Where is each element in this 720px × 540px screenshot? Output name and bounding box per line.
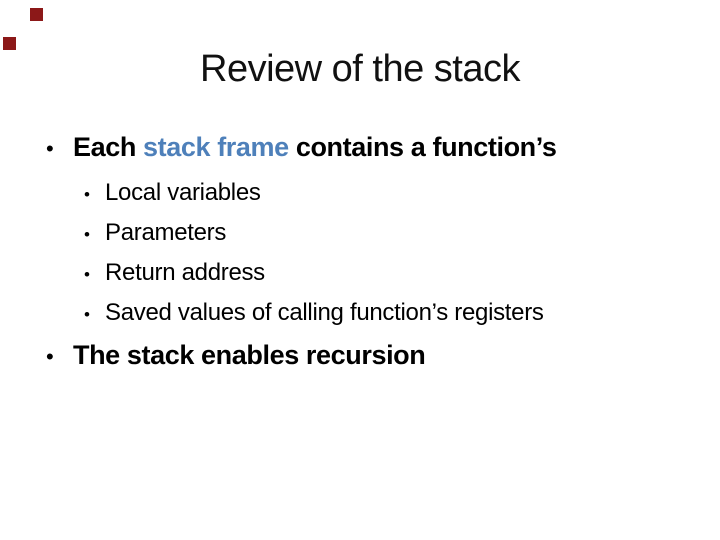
bullet-icon: • [84,265,90,284]
bullet-icon: • [84,305,90,324]
main-bullet-2-text: The stack enables recursion [73,340,426,370]
bullet-icon: • [84,225,90,244]
sub-bullet-item: • Parameters [84,219,544,259]
main-bullet-1: • Each stack frame contains a function’s [46,132,557,163]
sub-bullet-text: Return address [105,259,265,286]
bullet-text-highlight: stack frame [143,132,289,162]
bullet-icon: • [84,185,90,204]
bullet-icon: • [46,136,54,161]
bullet-icon: • [46,344,54,369]
red-square-decoration-2 [3,37,16,50]
page-title: Review of the stack [200,48,520,90]
sub-bullet-item: • Saved values of calling function’s reg… [84,299,544,339]
bullet-text-suffix: contains a function’s [288,132,557,162]
red-square-decoration-1 [30,8,43,21]
sub-bullet-text: Local variables [105,179,261,206]
sub-bullet-item: • Local variables [84,179,544,219]
sub-bullet-text: Saved values of calling function’s regis… [105,299,544,326]
main-bullet-2: • The stack enables recursion [46,340,426,371]
sub-bullet-item: • Return address [84,259,544,299]
bullet-text-prefix: Each [73,132,144,162]
sub-bullet-text: Parameters [105,219,227,246]
sub-bullet-list: • Local variables • Parameters • Return … [84,179,544,339]
main-bullet-1-text: Each stack frame contains a function’s [73,132,557,163]
